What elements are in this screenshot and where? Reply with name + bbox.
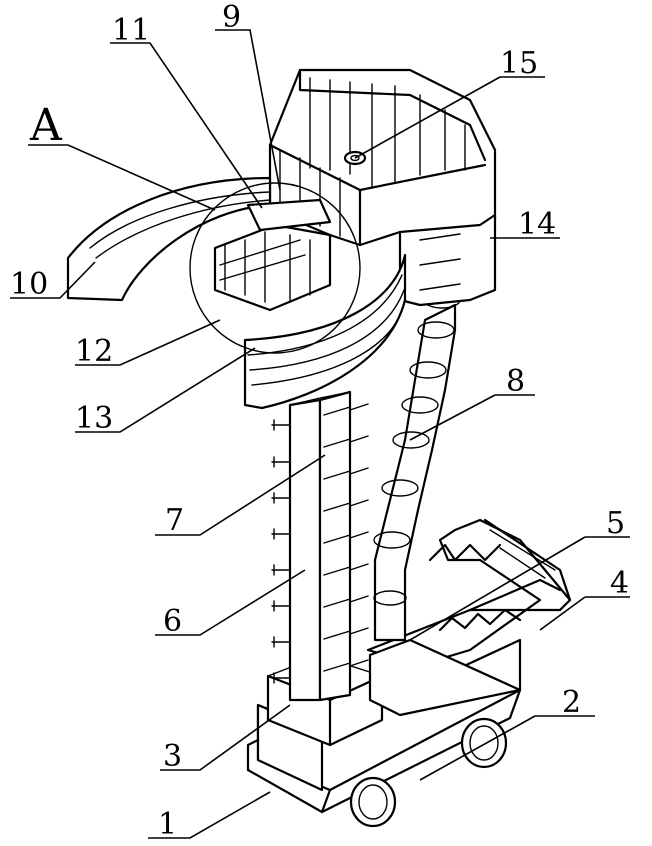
callout-6: 6 [163,604,182,639]
callout-3: 3 [163,739,182,774]
callout-13: 13 [75,401,113,436]
callout-2: 2 [562,685,581,720]
column [272,392,368,700]
callout-14: 14 [518,207,556,242]
callout-9: 9 [222,0,241,35]
spiral-tube [374,292,460,640]
callout-15: 15 [500,46,538,81]
callout-11: 11 [112,13,150,48]
callout-8: 8 [506,364,525,399]
callout-10: 10 [10,267,48,302]
callout-4: 4 [610,566,629,601]
callout-5: 5 [606,506,625,541]
detail-label-a: A [29,100,63,151]
callout-7: 7 [165,503,184,538]
callout-1: 1 [158,807,177,842]
callout-12: 12 [75,334,113,369]
